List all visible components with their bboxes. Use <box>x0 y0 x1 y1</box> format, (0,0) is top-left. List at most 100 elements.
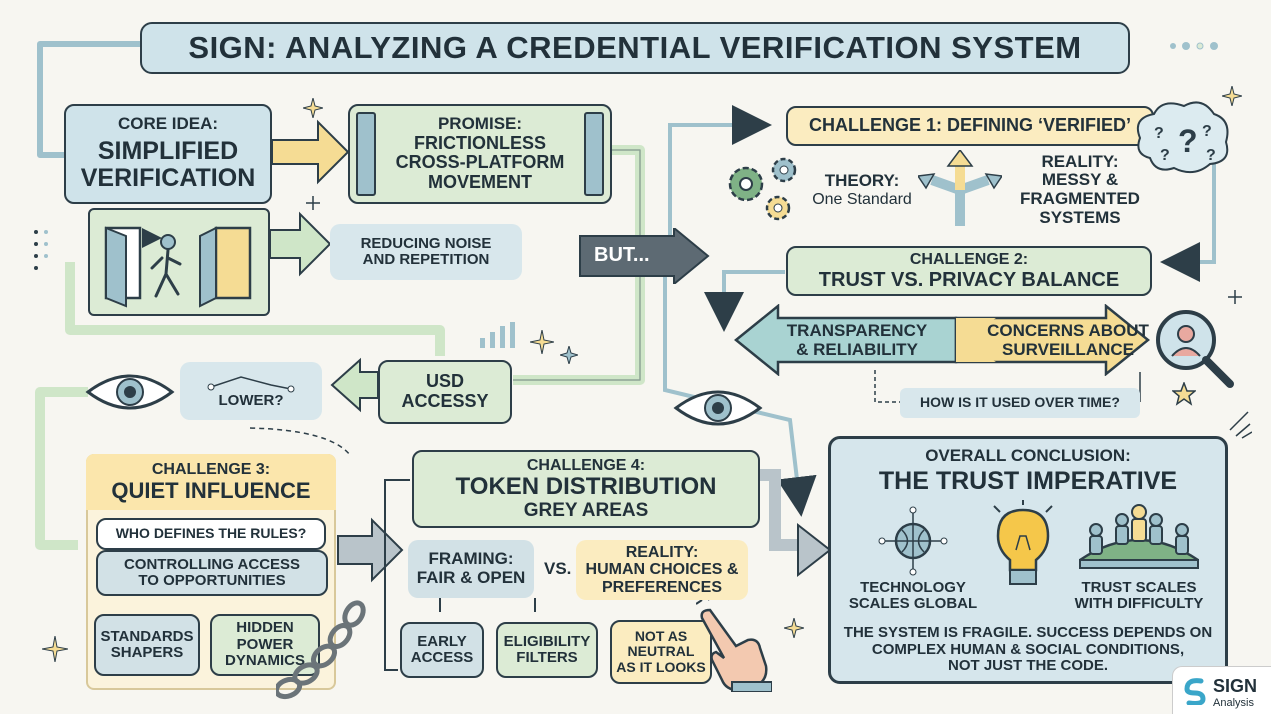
plus-icon <box>306 196 320 210</box>
usd-accessy-box: USD ACCESSY <box>378 360 512 424</box>
challenge3-title-line2: QUIET INFLUENCE <box>111 477 311 503</box>
walking-person-icon <box>104 226 252 308</box>
arrow-promise-reducing <box>269 211 332 277</box>
theory-text: One Standard <box>812 190 912 208</box>
but-arrow <box>579 228 710 284</box>
chain-icon <box>276 600 366 700</box>
conclusion-title: THE TRUST IMPERATIVE <box>878 466 1178 495</box>
surveillance-line1: CONCERNS ABOUT <box>987 321 1149 341</box>
challenge2-title-box: CHALLENGE 2: TRUST VS. PRIVACY BALANCE <box>786 246 1152 296</box>
but-label: BUT... <box>594 244 650 266</box>
core-idea-line2: VERIFICATION <box>80 164 256 193</box>
reality1-line2: MESSY & <box>1041 170 1119 190</box>
early-line1: EARLY <box>417 632 467 650</box>
theory-block: THEORY: One Standard <box>798 170 926 210</box>
controlling-access-box: CONTROLLING ACCESS TO OPPORTUNITIES <box>96 550 328 596</box>
tug-arrows <box>734 304 1150 376</box>
early-access-box: EARLY ACCESS <box>400 622 484 678</box>
reducing-noise-box: REDUCING NOISE AND REPETITION <box>330 224 522 280</box>
sign-logo-icon <box>1184 678 1206 705</box>
standards-line2: SHAPERS <box>110 644 184 661</box>
reducing-line1: REDUCING NOISE <box>360 234 492 252</box>
connector-eye-ch3 <box>35 387 88 550</box>
lightbulb-icon <box>993 500 1053 585</box>
sparkle-icon <box>784 618 804 638</box>
page-title: SIGN: ANALYZING A CREDENTIAL VERIFICATIO… <box>188 29 1082 65</box>
svg-text:?: ? <box>1202 123 1212 140</box>
dots-icon <box>1170 42 1218 50</box>
conclusion-summary: THE SYSTEM IS FRAGILE. SUCCESS DEPENDS O… <box>832 622 1224 678</box>
early-line2: ACCESS <box>410 649 474 666</box>
sparkle-icon <box>560 346 578 364</box>
eye-icon <box>673 390 763 426</box>
arrow-usd-lower <box>330 357 379 413</box>
who-defines-text: WHO DEFINES THE RULES? <box>115 525 307 542</box>
dashed-curve <box>249 427 351 456</box>
challenge4-title-box: CHALLENGE 4: TOKEN DISTRIBUTION GREY ARE… <box>412 450 760 528</box>
standards-shapers-box: STANDARDS SHAPERS <box>94 614 200 676</box>
framing-line1: FRAMING: <box>428 549 514 569</box>
question-box: HOW IS IT USED OVER TIME? <box>900 388 1140 418</box>
elig-line1: ELIGIBILITY <box>503 632 591 650</box>
connector-but-ch1 <box>668 105 772 250</box>
challenge4-title-line2: TOKEN DISTRIBUTION <box>455 473 717 501</box>
framing-line2: FAIR & OPEN <box>416 568 526 587</box>
reality1-line1: REALITY: <box>1041 151 1119 171</box>
promise-line3: CROSS-PLATFORM <box>395 152 565 173</box>
trend-line-icon <box>207 375 295 393</box>
notas-line3: AS IT LOOKS <box>616 658 706 675</box>
people-bridge-icon <box>1079 504 1199 569</box>
eligibility-box: ELIGIBILITY FILTERS <box>496 622 598 678</box>
eye-icon <box>85 374 175 410</box>
signal-bars-icon <box>480 322 515 348</box>
reality4-line1: REALITY: <box>625 543 699 561</box>
conclusion-heading: OVERALL CONCLUSION: <box>925 445 1131 465</box>
surveillance-line2: SURVEILLANCE <box>1002 340 1134 359</box>
svg-text:?: ? <box>1160 147 1170 164</box>
reality1-block: REALITY: MESSY & FRAGMENTED SYSTEMS <box>1016 150 1144 230</box>
controlling-line2: TO OPPORTUNITIES <box>138 572 286 589</box>
star-icon <box>1172 382 1196 406</box>
notas-line1: NOT AS <box>634 627 688 644</box>
challenge4-title-line3: GREY AREAS <box>523 499 649 521</box>
controlling-line1: CONTROLLING ACCESS <box>123 555 301 573</box>
summary-line3: NOT JUST THE CODE. <box>947 657 1108 675</box>
svg-text:?: ? <box>1178 123 1198 159</box>
elig-line2: FILTERS <box>516 649 578 666</box>
challenge3-title-line1: CHALLENGE 3: <box>151 461 271 479</box>
notas-line2: NEUTRAL <box>627 643 695 660</box>
challenge1-title-box: CHALLENGE 1: DEFINING ‘VERIFIED’ <box>786 106 1154 146</box>
door-illustration <box>88 208 270 316</box>
summary-line1: THE SYSTEM IS FRAGILE. SUCCESS DEPENDS O… <box>843 624 1213 642</box>
who-defines-box: WHO DEFINES THE RULES? <box>96 518 326 550</box>
connector-title-core <box>37 41 140 158</box>
framing-box: FRAMING: FAIR & OPEN <box>408 540 534 598</box>
magnifier-person-icon <box>1156 310 1234 388</box>
challenge4-title-line1: CHALLENGE 4: <box>526 456 646 474</box>
lower-box: LOWER? <box>180 362 322 420</box>
sign-logo-sub: Analysis <box>1213 697 1254 709</box>
svg-text:?: ? <box>1206 147 1216 164</box>
tech-scales-block: TECHNOLOGY SCALES GLOBAL <box>838 576 988 616</box>
tech-line1: TECHNOLOGY <box>860 578 966 596</box>
promise-line1: PROMISE: <box>437 113 523 133</box>
sparkle-icon <box>303 98 323 118</box>
dots-grid-icon <box>34 230 48 270</box>
usd-line1: USD <box>425 371 464 392</box>
connector-ch4-branch <box>439 598 536 612</box>
vs-label: VS. <box>544 559 572 578</box>
challenge3-title-box: CHALLENGE 3: QUIET INFLUENCE <box>86 454 336 510</box>
hidden-line3: DYNAMICS <box>224 652 305 670</box>
plus-icon <box>1228 290 1242 304</box>
core-idea-heading: CORE IDEA: <box>117 114 219 134</box>
hidden-line2: POWER <box>236 635 294 653</box>
arrow-ch4-conclusion <box>797 522 832 578</box>
core-idea-line1: SIMPLIFIED <box>97 136 239 165</box>
reality4-box: REALITY: HUMAN CHOICES & PREFERENCES <box>576 540 748 600</box>
tech-line2: SCALES GLOBAL <box>848 595 978 612</box>
connector-ch2-transparency <box>704 270 785 332</box>
pointing-hand-icon <box>696 600 772 692</box>
reality1-line4: SYSTEMS <box>1039 207 1121 227</box>
promise-box: PROMISE: FRICTIONLESS CROSS-PLATFORM MOV… <box>348 104 612 204</box>
challenge2-title-line2: TRUST VS. PRIVACY BALANCE <box>818 268 1120 291</box>
